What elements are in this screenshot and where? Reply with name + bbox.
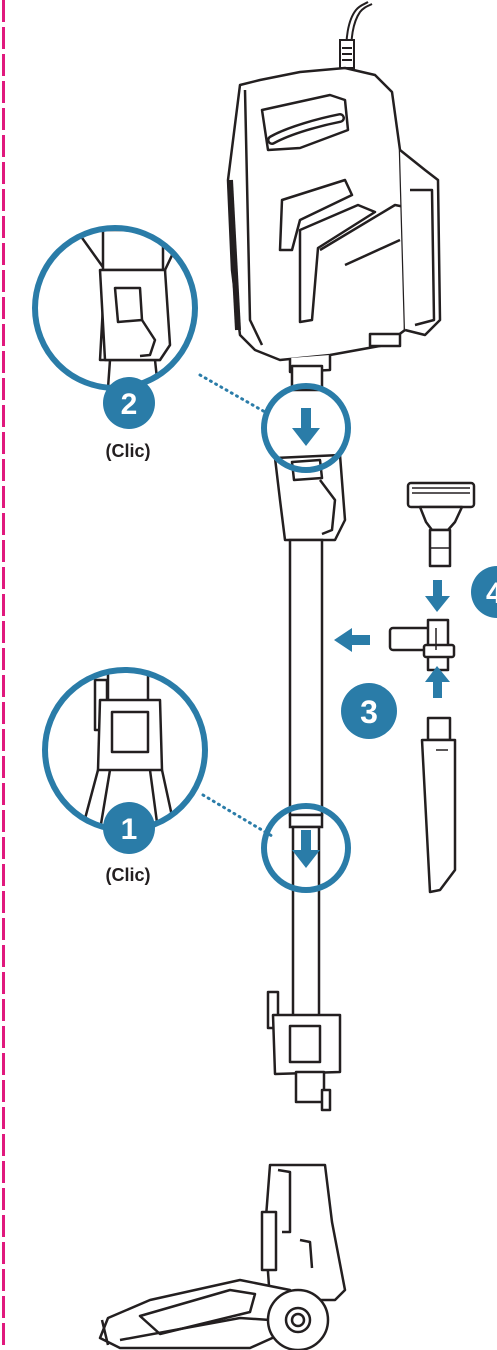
down-arrow-icon: [292, 408, 320, 446]
zoom-inset-step-2: [35, 228, 195, 388]
svg-text:2: 2: [121, 388, 138, 421]
floor-head: [100, 1165, 345, 1350]
step-1-caption: (Clic): [106, 865, 151, 885]
svg-text:4: 4: [486, 577, 497, 610]
down-arrow-icon: [425, 580, 450, 612]
vacuum-body: [228, 68, 440, 372]
combo-adapter: [390, 620, 454, 670]
crevice-tool: [422, 718, 455, 892]
wand-tube: [290, 540, 322, 1047]
svg-text:3: 3: [360, 694, 378, 730]
step-badge-3: 3: [341, 683, 397, 739]
power-cord: [340, 2, 372, 68]
leader-lines: [200, 375, 272, 836]
step-badge-2: 2: [103, 377, 155, 429]
left-arrow-icon: [334, 628, 370, 652]
step-badge-4: 4: [471, 566, 497, 618]
dusting-brush: [408, 483, 474, 566]
step-badge-1: 1: [103, 802, 155, 854]
svg-text:1: 1: [121, 813, 138, 846]
step-2-caption: (Clic): [106, 441, 151, 461]
